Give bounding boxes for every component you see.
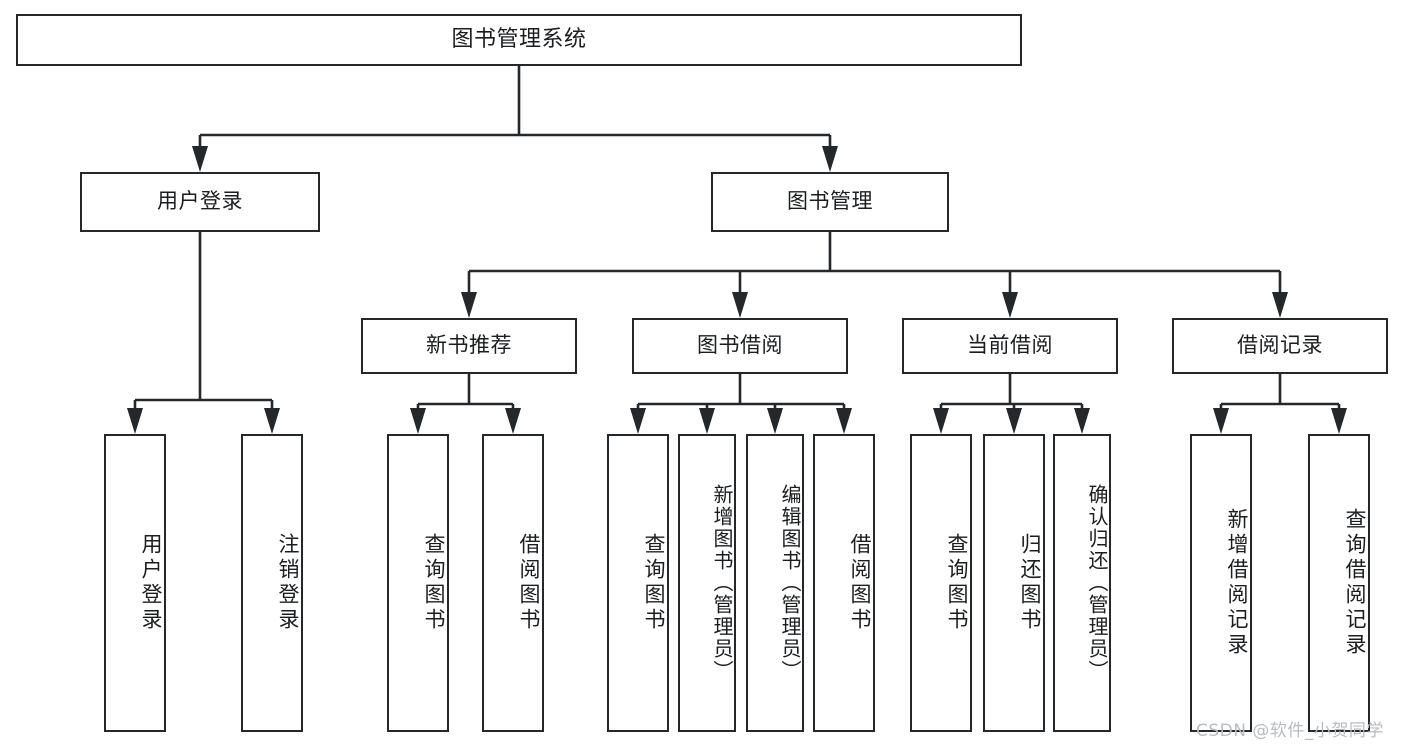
arrowhead-icon (699, 408, 715, 434)
node-leaf-query-record[interactable]: 查询借阅记录 (1308, 434, 1370, 732)
node-label: 图书借阅 (697, 333, 783, 358)
arrowhead-icon (192, 146, 208, 172)
node-leaf-edit-book[interactable]: 编辑图书（管理员） (746, 434, 804, 732)
arrowhead-icon (264, 408, 280, 434)
node-leaf-add-record[interactable]: 新增借阅记录 (1190, 434, 1252, 732)
node-leaf-confirm-return[interactable]: 确认归还（管理员） (1053, 434, 1111, 732)
arrowhead-icon (461, 292, 477, 318)
arrowhead-icon (767, 408, 783, 434)
arrowhead-icon (836, 408, 852, 434)
node-label: 新书推荐 (426, 333, 512, 358)
node-label: 借阅图书 (517, 533, 541, 633)
node-leaf-borrow-book-2[interactable]: 借阅图书 (813, 434, 875, 732)
node-leaf-query-book-3[interactable]: 查询图书 (910, 434, 972, 732)
arrowhead-icon (1272, 292, 1288, 318)
node-leaf-query-book-1[interactable]: 查询图书 (387, 434, 449, 732)
node-root[interactable]: 图书管理系统 (16, 14, 1022, 66)
node-label: 查询图书 (642, 533, 666, 633)
node-user-login[interactable]: 用户登录 (80, 172, 320, 232)
node-label: 编辑图书（管理员） (778, 484, 802, 682)
arrowhead-icon (630, 408, 646, 434)
node-label: 新增借阅记录 (1225, 508, 1249, 658)
node-leaf-add-book[interactable]: 新增图书（管理员） (678, 434, 736, 732)
arrowhead-icon (822, 146, 838, 172)
arrowhead-icon (1213, 408, 1229, 434)
node-leaf-return-book[interactable]: 归还图书 (983, 434, 1045, 732)
node-leaf-query-book-2[interactable]: 查询图书 (607, 434, 669, 732)
arrowhead-icon (1006, 408, 1022, 434)
node-borrow-record[interactable]: 借阅记录 (1172, 318, 1388, 374)
arrowhead-icon (410, 408, 426, 434)
node-book-borrow[interactable]: 图书借阅 (632, 318, 848, 374)
arrowhead-icon (1002, 292, 1018, 318)
node-label: 用户登录 (157, 189, 243, 214)
node-leaf-borrow-book-1[interactable]: 借阅图书 (482, 434, 544, 732)
node-leaf-user-login[interactable]: 用户登录 (104, 434, 166, 732)
arrowhead-icon (505, 408, 521, 434)
node-label: 归还图书 (1018, 533, 1042, 633)
node-label: 注销登录 (276, 533, 300, 633)
arrowhead-icon (732, 292, 748, 318)
node-label: 借阅记录 (1237, 333, 1323, 358)
node-label: 查询借阅记录 (1343, 508, 1367, 658)
node-current-borrow[interactable]: 当前借阅 (902, 318, 1118, 374)
arrowhead-icon (933, 408, 949, 434)
arrowhead-icon (1074, 408, 1090, 434)
node-leaf-user-logout[interactable]: 注销登录 (241, 434, 303, 732)
node-label: 图书管理 (787, 189, 873, 214)
node-label: 新增图书（管理员） (710, 484, 734, 682)
node-label: 确认归还（管理员） (1085, 484, 1109, 682)
node-label: 用户登录 (139, 533, 163, 633)
node-book-manage[interactable]: 图书管理 (711, 172, 949, 232)
node-label: 查询图书 (945, 533, 969, 633)
node-label: 借阅图书 (848, 533, 872, 633)
node-new-book-recommend[interactable]: 新书推荐 (361, 318, 577, 374)
arrowhead-icon (1331, 408, 1347, 434)
arrowhead-icon (127, 408, 143, 434)
node-label: 当前借阅 (967, 333, 1053, 358)
node-label: 图书管理系统 (451, 26, 587, 52)
node-label: 查询图书 (422, 533, 446, 633)
csdn-watermark: CSDN @软件_小贺同学 (1196, 721, 1384, 741)
